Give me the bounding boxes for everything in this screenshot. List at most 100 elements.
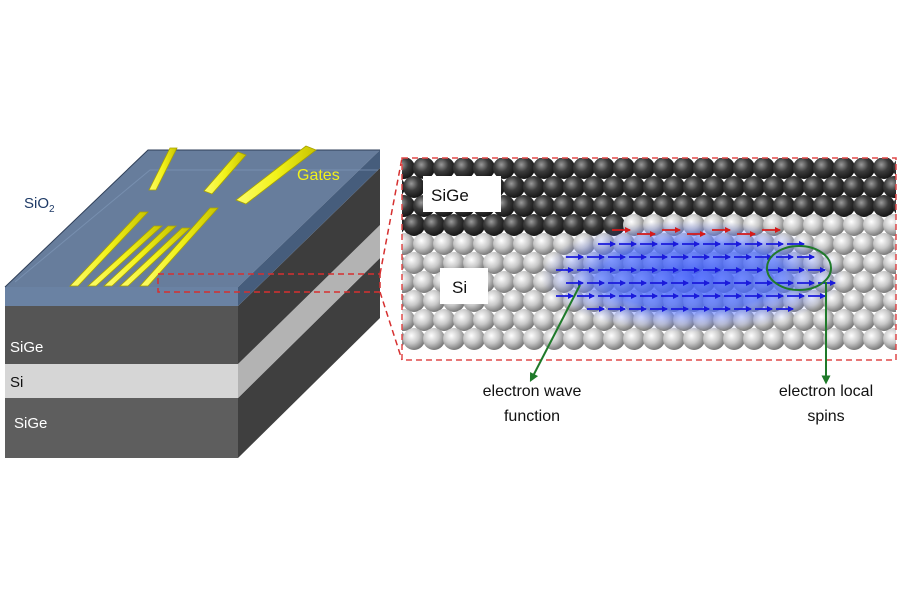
si-atom — [833, 309, 855, 331]
si-atom — [533, 309, 555, 331]
si-atom — [863, 214, 885, 236]
oxide-label: SiO2 — [24, 195, 55, 215]
sige-atom — [823, 176, 845, 198]
si-atom — [513, 271, 535, 293]
sige-atom — [553, 195, 575, 217]
si-right-face — [238, 225, 380, 398]
si-atom — [473, 309, 495, 331]
sige-atom — [453, 158, 475, 179]
sige-atom — [873, 195, 895, 217]
si-atom — [863, 328, 885, 350]
si-atom — [423, 252, 445, 274]
sige-atom — [853, 195, 875, 217]
si-atom — [883, 252, 896, 274]
inset-sige-label: SiGe — [431, 186, 469, 205]
sige-atom — [713, 195, 735, 217]
si-atom — [513, 233, 535, 255]
sige-atom — [573, 195, 595, 217]
sige-atom — [673, 195, 695, 217]
sige-atom — [863, 176, 885, 198]
wave-function-label-line2: function — [504, 408, 560, 425]
si-atom — [453, 233, 475, 255]
si-atom — [803, 214, 825, 236]
si-atom — [413, 271, 435, 293]
si-atom — [823, 214, 845, 236]
si-atom — [523, 328, 545, 350]
spin-arrows — [556, 227, 836, 312]
si-atom — [413, 309, 435, 331]
sige-atom — [613, 195, 635, 217]
si-atom — [523, 290, 545, 312]
sige-atom — [833, 195, 855, 217]
sige-atom — [633, 195, 655, 217]
sige-atom — [593, 195, 615, 217]
sige-label-box — [423, 176, 501, 212]
si-atom — [523, 252, 545, 274]
sige-atom — [533, 158, 555, 179]
atomic-inset: SiGe Si — [401, 157, 897, 361]
sige-atom — [433, 158, 455, 179]
si-atom — [493, 271, 515, 293]
si-atom — [543, 328, 565, 350]
si-atom — [483, 290, 505, 312]
top-sige-right-face — [238, 168, 380, 364]
si-atom — [402, 233, 415, 255]
sige-atom — [523, 214, 545, 236]
si-atom — [783, 328, 805, 350]
gate-upper-3 — [235, 145, 317, 205]
projection-lines — [379, 157, 403, 361]
gate-lower-5 — [139, 207, 219, 287]
si-atom — [402, 271, 415, 293]
si-atom — [853, 233, 875, 255]
si-atom — [453, 309, 475, 331]
sige-atom — [643, 176, 665, 198]
gate-lower-1 — [69, 211, 149, 287]
layer-label-top-sige: SiGe — [10, 339, 43, 356]
sige-atom — [653, 158, 675, 179]
sige-atom — [753, 195, 775, 217]
si-atom — [583, 328, 605, 350]
sige-atom — [473, 158, 495, 179]
si-atom — [843, 214, 865, 236]
si-atom — [643, 328, 665, 350]
si-atom — [443, 328, 465, 350]
si-atom — [463, 328, 485, 350]
sige-atom — [463, 214, 485, 236]
sige-atom — [423, 214, 445, 236]
si-atom — [473, 233, 495, 255]
oxide-front-face — [5, 287, 238, 306]
si-atom — [423, 328, 445, 350]
sige-atom — [663, 176, 685, 198]
sige-atom — [402, 158, 415, 179]
si-atom — [873, 309, 895, 331]
si-atom — [843, 328, 865, 350]
si-atom — [863, 290, 885, 312]
inset-border — [401, 157, 897, 361]
sige-atom — [483, 214, 505, 236]
sige-atom — [683, 176, 705, 198]
layer-label-si: Si — [10, 374, 23, 391]
sige-atom — [843, 176, 865, 198]
gate-lower-4 — [118, 227, 192, 287]
sige-atom — [613, 158, 635, 179]
si-atom — [683, 328, 705, 350]
si-atom — [563, 328, 585, 350]
si-atom — [433, 233, 455, 255]
sige-atom — [763, 176, 785, 198]
si-atom — [763, 328, 785, 350]
sige-atom — [813, 195, 835, 217]
sige-atom — [493, 158, 515, 179]
si-atom — [413, 233, 435, 255]
sige-atom — [693, 195, 715, 217]
si-atom — [883, 214, 896, 236]
layer-label-bottom-sige: SiGe — [14, 415, 47, 432]
sige-atom — [443, 214, 465, 236]
gate-lower-2 — [86, 225, 164, 287]
si-atom — [402, 309, 415, 331]
sige-atom — [533, 195, 555, 217]
si-atom — [853, 309, 875, 331]
oxide-inner-edge — [14, 169, 378, 283]
oxide-top-face — [5, 150, 380, 287]
wave-function-pointer — [529, 284, 581, 382]
